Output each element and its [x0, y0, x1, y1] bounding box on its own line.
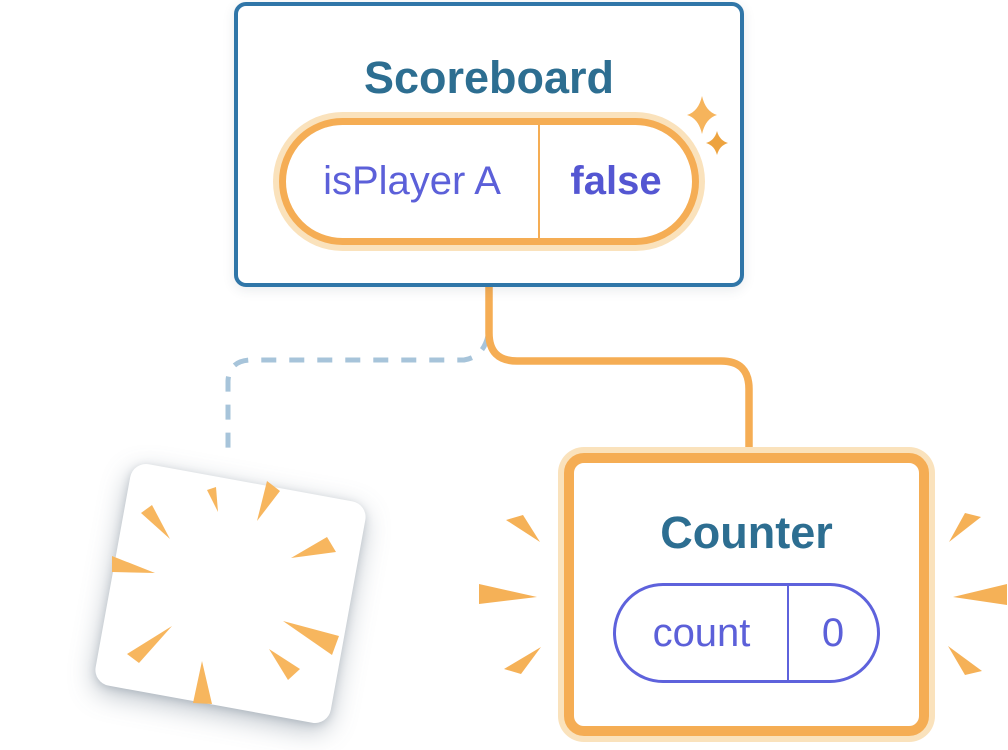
emphasis-mark: [479, 584, 537, 604]
emphasis-mark: [506, 515, 540, 542]
count-value: 0: [821, 610, 845, 655]
emphasis-marks-left: [479, 515, 541, 674]
pill-divider: [538, 125, 540, 238]
dashed-connector-line: [225, 335, 491, 460]
counter-card: Counter count 0: [564, 453, 929, 736]
scoreboard-card: Scoreboard isPlayer A false: [234, 2, 744, 287]
count-label: count: [652, 610, 751, 655]
counter-title: Counter: [660, 507, 833, 558]
pill-divider: [787, 586, 789, 680]
emphasis-marks-right: [948, 513, 1007, 675]
state-label: isPlayer A: [323, 159, 501, 203]
emphasis-mark: [953, 584, 1007, 605]
scoreboard-title: Scoreboard: [363, 52, 615, 103]
state-value: false: [570, 159, 662, 203]
removed-card: [92, 461, 369, 726]
emphasis-mark: [504, 647, 541, 674]
counter-state-pill: count 0: [613, 583, 880, 683]
emphasis-mark: [948, 646, 982, 675]
orange-connector-line: [485, 285, 753, 453]
scoreboard-state-pill: isPlayer A false: [279, 118, 699, 245]
emphasis-mark: [949, 513, 981, 542]
